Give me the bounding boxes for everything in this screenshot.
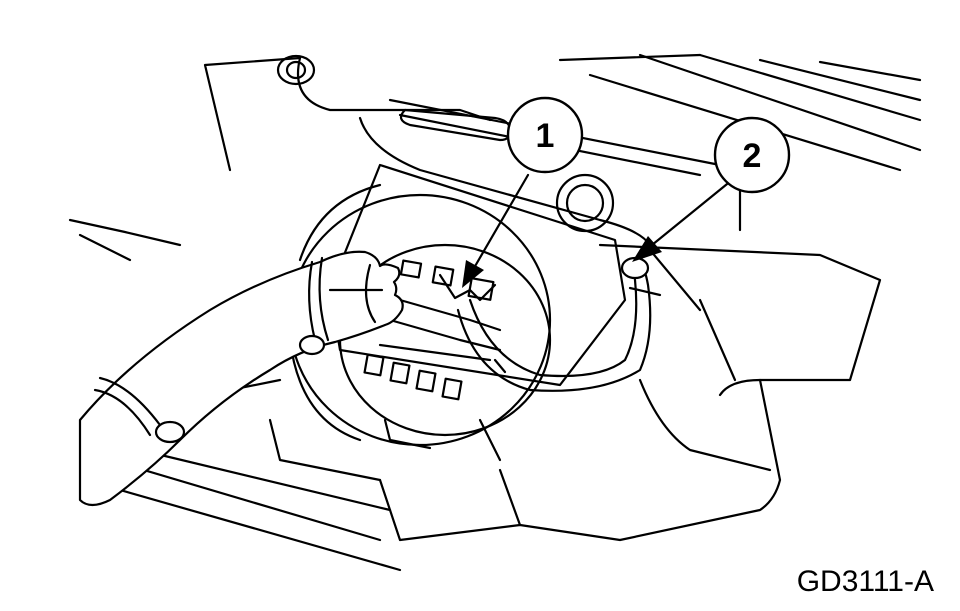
vehicle-body-panel <box>68 53 922 572</box>
electrical-connector <box>363 259 502 401</box>
leader-arrow-2 <box>632 178 734 262</box>
callout-1-label: 1 <box>536 117 555 155</box>
figure-code: GD3111-A <box>796 565 934 598</box>
mounting-hole-upper <box>276 54 316 86</box>
callout-2: 2 <box>713 116 791 194</box>
body-slot <box>399 108 512 142</box>
leader-arrow-1 <box>462 173 530 288</box>
wire-harness <box>456 256 662 392</box>
mounting-boss <box>555 173 615 233</box>
technician-hand <box>78 250 404 507</box>
callout-2-label: 2 <box>743 137 762 175</box>
callout-1: 1 <box>506 96 584 174</box>
